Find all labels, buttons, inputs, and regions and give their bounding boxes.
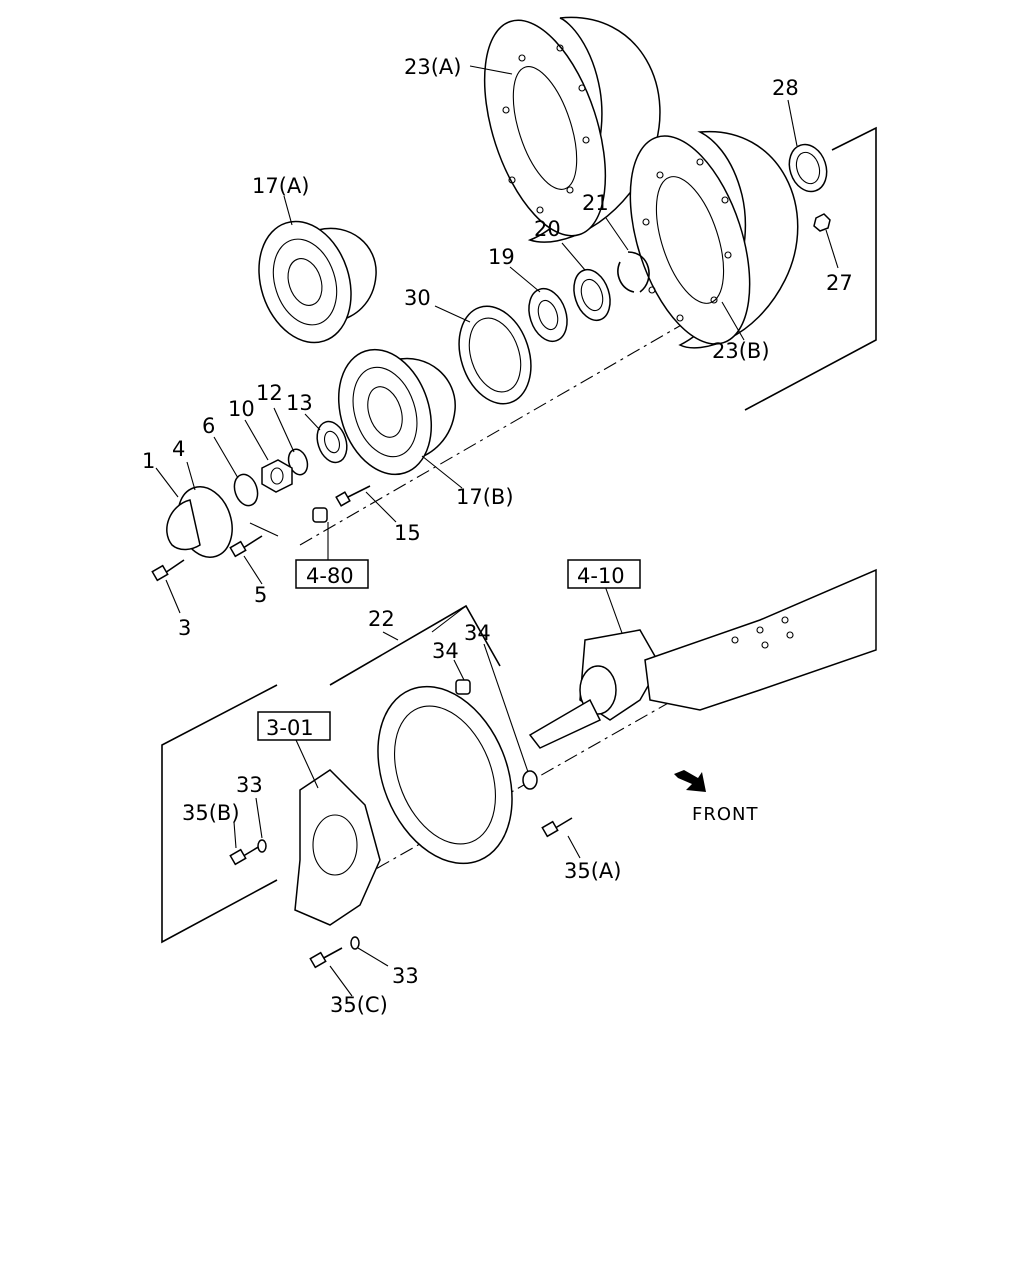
- hub-17b: [337, 348, 456, 476]
- callout-22: 22: [368, 607, 395, 631]
- callout-3: 3: [178, 616, 191, 640]
- cap-4-80-part: [312, 507, 328, 523]
- reference-label-4-80: 4-80: [306, 564, 354, 588]
- snap-ring-21: [617, 251, 650, 293]
- knuckle-axle-4-10: [528, 568, 877, 749]
- axis-lines: [299, 319, 701, 896]
- washer-12: [287, 448, 309, 476]
- hub-17a: [258, 220, 377, 344]
- callout-21: 21: [582, 191, 609, 215]
- callout-15: 15: [394, 521, 421, 545]
- callout-33-upper: 33: [236, 773, 263, 797]
- front-arrow-icon: [674, 770, 706, 792]
- bolt-35b: [229, 845, 261, 866]
- callout-23a: 23(A): [404, 55, 461, 79]
- callout-19: 19: [488, 245, 515, 269]
- callout-1: 1: [142, 449, 155, 473]
- reference-box-4-10[interactable]: 4-10: [567, 559, 641, 589]
- grommet-34-lower: [522, 770, 538, 790]
- callout-30: 30: [404, 286, 431, 310]
- callout-35b: 35(B): [182, 801, 240, 825]
- grommet-34-upper: [455, 679, 471, 695]
- callout-35c: 35(C): [330, 993, 388, 1017]
- backing-plate-22: [377, 685, 513, 865]
- bolt-35c: [309, 947, 343, 969]
- callout-35a: 35(A): [564, 859, 621, 883]
- nut-27: [813, 213, 831, 232]
- nut-10: [261, 459, 293, 493]
- washer-33-lower: [350, 936, 360, 950]
- stud-15: [335, 485, 371, 507]
- bearing-6: [233, 473, 259, 507]
- callout-27: 27: [826, 271, 853, 295]
- callout-33-lower: 33: [392, 964, 419, 988]
- hub-cap-1-4: [166, 486, 233, 558]
- callout-labels: 23(A) 17(A) 28 27 21 20 19 30 23(B) 13 1…: [142, 55, 853, 1017]
- seal-20: [573, 268, 611, 322]
- reference-label-3-01: 3-01: [266, 716, 314, 740]
- callout-10: 10: [228, 397, 255, 421]
- brake-drum-b: [629, 130, 799, 349]
- bearing-19: [528, 287, 568, 343]
- callout-13: 13: [286, 391, 313, 415]
- oil-seal-28: [788, 143, 828, 193]
- bolt-3: [151, 559, 185, 582]
- callout-17a: 17(A): [252, 174, 309, 198]
- callout-5: 5: [254, 583, 267, 607]
- bolt-5: [229, 535, 263, 558]
- callout-17b: 17(B): [456, 485, 514, 509]
- callout-23b: 23(B): [712, 339, 770, 363]
- brake-bracket-3-01: [294, 769, 381, 926]
- bolt-35a: [541, 817, 573, 838]
- brake-drum-a: [483, 16, 661, 243]
- callout-4: 4: [172, 437, 185, 461]
- reference-box-4-80[interactable]: 4-80: [295, 559, 369, 589]
- callout-12: 12: [256, 381, 283, 405]
- bearing-13: [316, 420, 348, 464]
- washer-33-upper: [257, 839, 267, 853]
- callout-20: 20: [534, 217, 561, 241]
- front-label: FRONT: [692, 804, 759, 825]
- callout-34-upper: 34: [432, 639, 459, 663]
- reference-label-4-10: 4-10: [577, 564, 625, 588]
- abs-ring-30: [458, 305, 532, 405]
- callout-34-right: 34: [464, 621, 491, 645]
- reference-box-3-01[interactable]: 3-01: [257, 711, 331, 741]
- callout-6: 6: [202, 414, 215, 438]
- leader-lines: [155, 65, 839, 997]
- callout-28: 28: [772, 76, 799, 100]
